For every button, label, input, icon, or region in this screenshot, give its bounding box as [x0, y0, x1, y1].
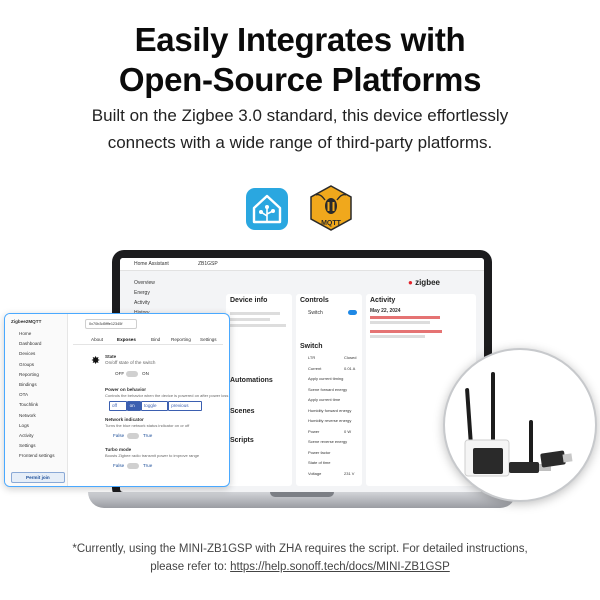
tab-bind[interactable]: Bind	[151, 337, 161, 342]
switch-row-label: Power factor	[308, 449, 331, 455]
laptop-base	[88, 492, 516, 508]
power-option-off[interactable]: off	[109, 401, 127, 411]
power-option-previous[interactable]: previous	[168, 401, 202, 411]
ha-page-title: ZB1GSP	[198, 261, 218, 267]
subtitle-line-2: connects with a wide range of third-part…	[107, 133, 493, 152]
switch-toggle[interactable]	[348, 310, 357, 315]
z2m-nav-item[interactable]: Dashboard	[19, 341, 42, 347]
state-toggle[interactable]	[126, 371, 138, 377]
z2m-nav-item[interactable]: Home	[19, 331, 32, 336]
z2m-nav-item[interactable]: Logs	[19, 422, 29, 428]
laptop-notch	[270, 492, 334, 497]
headline-line-1: Easily Integrates with	[134, 21, 466, 58]
z2m-nav-item[interactable]: OTA	[19, 392, 29, 398]
switch-row-value: 231 V	[344, 470, 355, 476]
tab-exposes[interactable]: Exposes	[117, 337, 136, 342]
switch-row-label: Humidity forward energy	[308, 407, 352, 413]
ha-nav-item[interactable]: Activity	[134, 300, 150, 306]
z2m-nav-item[interactable]: Network	[19, 412, 36, 418]
ha-nav-item[interactable]: Energy	[134, 290, 150, 296]
headline-line-2: Open-Source Platforms	[118, 61, 482, 98]
switch-row-label: Scene forward energy	[308, 386, 348, 392]
z2m-nav-item[interactable]: Frontend settings	[19, 453, 55, 459]
switch-row-label: State of time	[308, 460, 331, 465]
ha-app-title: Home Assistant	[134, 261, 169, 267]
switch-row-label: Humidity reverse energy	[308, 418, 352, 423]
subtitle-line-1: Built on the Zigbee 3.0 standard, this d…	[91, 106, 509, 125]
star-icon: ✸	[91, 355, 101, 367]
z2m-nav-item[interactable]: Bindings	[19, 382, 37, 387]
power-option-label: previous	[171, 403, 189, 408]
z2m-title: Zigbee2MQTT	[11, 319, 42, 324]
switch-row-label: LTR	[308, 355, 316, 360]
svg-text:MQTT: MQTT	[321, 220, 342, 227]
device-info-card: Device info Automations Scenes Scripts	[226, 294, 292, 486]
switch-row-label: Scene reverse energy	[308, 439, 348, 444]
switch-row-label: Power	[308, 428, 320, 434]
product-photo	[443, 348, 597, 502]
footnote-line-2: please refer to: https://help.sonoff.tec…	[150, 561, 450, 573]
turbo-toggle[interactable]	[127, 463, 139, 469]
power-option-label: toggle	[144, 403, 157, 408]
z2m-nav-item[interactable]: Devices	[19, 351, 36, 357]
switch-row-label: Apply current time	[308, 397, 341, 402]
z2m-nav-item[interactable]: Groups	[19, 361, 35, 367]
switch-row-value: Closed	[344, 355, 357, 360]
tab-about[interactable]: About	[91, 337, 104, 342]
z2m-nav-item[interactable]: Settings	[19, 443, 36, 449]
footnote-line-1: *Currently, using the MINI-ZB1GSP with Z…	[72, 543, 528, 555]
zigbee-logo: ● zigbee	[408, 278, 440, 287]
z2m-nav-item[interactable]: Reporting	[19, 371, 39, 377]
device-select[interactable]: 0x70b3d5fffe12345f	[85, 319, 137, 329]
z2m-nav-item[interactable]: Activity	[19, 433, 34, 438]
network-toggle[interactable]	[127, 433, 139, 439]
switch-row-label: Current	[308, 365, 322, 371]
home-assistant-icon	[246, 188, 288, 230]
tab-settings[interactable]: Settings	[200, 337, 217, 342]
power-option-toggle[interactable]: toggle	[141, 401, 169, 411]
power-option-label: on	[129, 403, 135, 408]
switch-row-label: Apply current timing	[308, 376, 344, 381]
mqtt-icon: MQTT	[308, 185, 354, 231]
z2m-nav-item[interactable]: Touchlink	[19, 402, 39, 408]
ha-nav-item[interactable]: Overview	[134, 280, 155, 286]
power-option-label: off	[112, 403, 118, 408]
tab-reporting[interactable]: Reporting	[171, 337, 191, 342]
switch-row-value: 0.01 A	[344, 365, 356, 371]
permit-join-button[interactable]: Permit join	[11, 472, 65, 483]
help-link[interactable]: https://help.sonoff.tech/docs/MINI-ZB1GS…	[230, 561, 450, 573]
switch-row-label: Voltage	[308, 470, 322, 476]
power-option-on[interactable]: on	[126, 401, 141, 411]
switch-row-value: 0 W	[344, 428, 352, 434]
